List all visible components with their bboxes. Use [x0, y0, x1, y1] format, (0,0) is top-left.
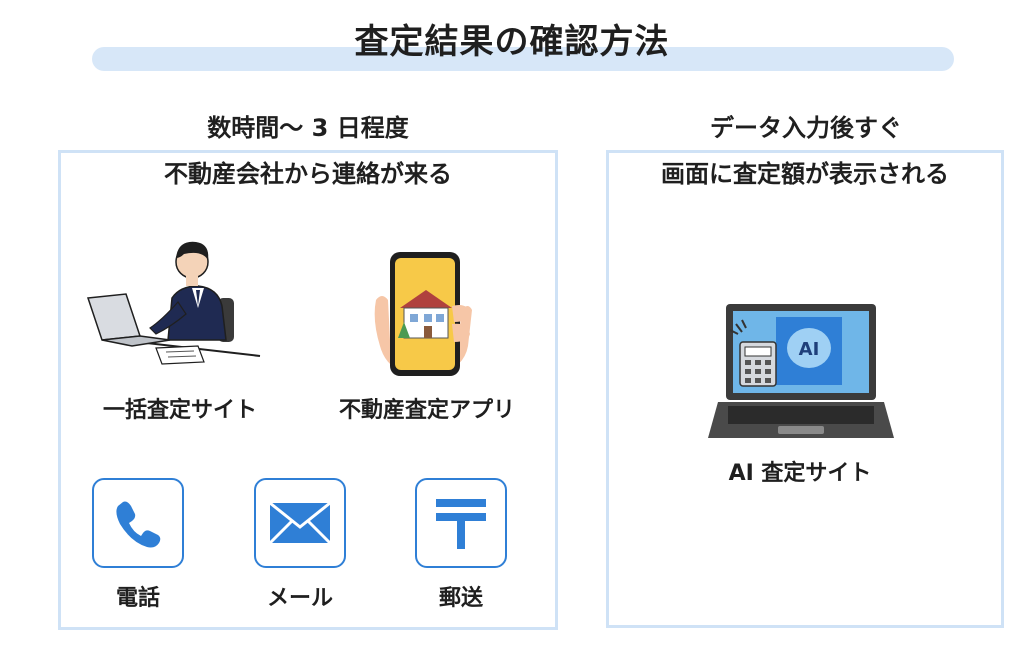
method-label-app: 不動産査定アプリ: [338, 398, 515, 423]
method-label-ai-site: AI 査定サイト: [728, 461, 872, 486]
phone-icon-box: [92, 478, 184, 568]
right-panel: [606, 150, 1004, 628]
left-heading-line2: 不動産会社から連絡が来る: [120, 158, 496, 190]
method-label-bulk-site: 一括査定サイト: [102, 398, 257, 423]
right-heading-line1: データ入力後すぐ: [686, 112, 926, 144]
title-underline-bar: [92, 47, 954, 71]
ai-screen-text: AI: [799, 339, 820, 360]
mail-icon-box: [254, 478, 346, 568]
postal-mark-icon: [436, 499, 486, 549]
left-heading-line1: 数時間〜 3 日程度: [170, 112, 446, 144]
laptop-businessman-icon: [86, 241, 261, 365]
phone-icon: [116, 501, 161, 548]
right-heading-line2: 画面に査定額が表示される: [632, 158, 978, 190]
mail-icon: [268, 501, 332, 545]
page-title: 査定結果の確認方法: [354, 22, 670, 62]
contact-label-postal: 郵送: [438, 586, 483, 611]
contact-label-mail: メール: [266, 586, 333, 611]
left-panel: [58, 150, 558, 630]
postal-icon-box: [415, 478, 507, 568]
contact-label-phone: 電話: [115, 586, 160, 611]
ai-laptop-icon: AI: [708, 304, 894, 438]
smartphone-house-icon: [374, 252, 472, 376]
